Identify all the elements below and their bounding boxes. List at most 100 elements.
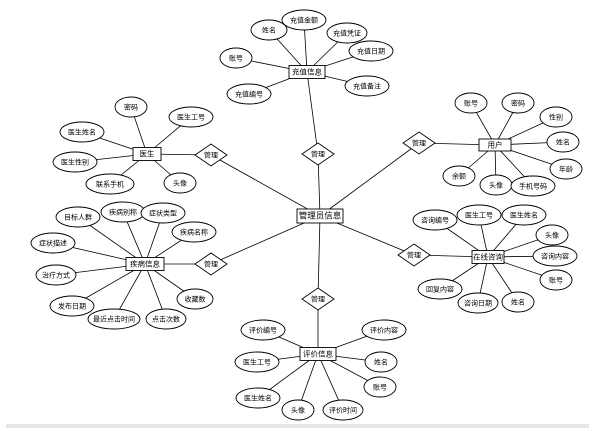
user-attribute: 性别 bbox=[539, 106, 573, 128]
disease-attribute: 收藏数 bbox=[176, 288, 214, 310]
consult-attribute: 姓名 bbox=[501, 291, 535, 313]
entity-box bbox=[478, 138, 512, 152]
user-attribute: 密码 bbox=[501, 92, 535, 114]
attribute-label: 充值金额 bbox=[290, 16, 318, 25]
recharge-attribute: 充值备注 bbox=[344, 75, 390, 97]
attribute-ellipse bbox=[322, 399, 364, 421]
center-entity-label: 管理员信息 bbox=[299, 211, 342, 222]
attribute-ellipse bbox=[326, 22, 368, 44]
attribute-ellipse bbox=[240, 319, 286, 341]
attribute-label: 咨询编号 bbox=[421, 216, 449, 225]
attribute-ellipse bbox=[281, 9, 327, 31]
attribute-ellipse bbox=[539, 269, 573, 291]
entity-label: 充值信息 bbox=[292, 67, 322, 77]
relationship-label: 管理 bbox=[412, 139, 426, 148]
attribute-ellipse bbox=[219, 47, 253, 69]
entity-label: 用户 bbox=[488, 140, 503, 150]
attribute-label: 疾病别称 bbox=[109, 208, 137, 217]
attribute-ellipse bbox=[235, 387, 281, 409]
doctor-attribute: 医生姓名 bbox=[59, 121, 105, 143]
attribute-ellipse bbox=[30, 232, 76, 254]
relationship-user: 管理 bbox=[402, 131, 436, 155]
entity-review: 评价信息 bbox=[299, 347, 337, 361]
attribute-label: 回复内容 bbox=[426, 285, 454, 294]
doctor-attribute: 医生性别 bbox=[52, 151, 98, 173]
entity-recharge: 充值信息 bbox=[288, 65, 326, 79]
doctor-attribute: 密码 bbox=[114, 96, 148, 118]
attribute-ellipse bbox=[501, 291, 535, 313]
recharge-attribute: 充值日期 bbox=[348, 40, 394, 62]
attribute-label: 最近点击时间 bbox=[93, 315, 135, 324]
attribute-label: 医生工号 bbox=[465, 211, 493, 220]
attribute-label: 头像 bbox=[291, 406, 305, 415]
attribute-label: 收藏数 bbox=[185, 295, 206, 304]
attribute-label: 密码 bbox=[511, 99, 525, 108]
attribute-label: 目标人群 bbox=[64, 213, 92, 222]
attribute-label: 密码 bbox=[124, 103, 138, 112]
user-attribute: 手机号码 bbox=[510, 175, 556, 197]
attribute-ellipse bbox=[456, 204, 502, 226]
entity-disease: 疾病信息 bbox=[125, 257, 165, 271]
relationship-diamond bbox=[301, 287, 335, 311]
attribute-ellipse bbox=[363, 376, 397, 398]
attribute-label: 评价编号 bbox=[249, 326, 277, 335]
attribute-ellipses: 姓名充值金额充值凭证账号充值日期充值编号充值备注密码医生姓名医生工号医生性别联系… bbox=[30, 9, 583, 421]
attribute-label: 联系手机 bbox=[96, 180, 124, 189]
attribute-ellipse bbox=[501, 204, 547, 226]
attribute-ellipse bbox=[250, 19, 288, 41]
attribute-ellipse bbox=[35, 264, 77, 286]
review-attribute: 医生工号 bbox=[234, 351, 280, 373]
review-attribute: 姓名 bbox=[364, 351, 398, 373]
entity-label: 医生 bbox=[140, 149, 155, 159]
consult-attribute: 咨询编号 bbox=[412, 209, 458, 231]
attribute-label: 账号 bbox=[549, 276, 563, 285]
attribute-label: 治疗方式 bbox=[42, 271, 70, 280]
attribute-ellipse bbox=[59, 121, 105, 143]
recharge-attribute: 姓名 bbox=[250, 19, 288, 41]
disease-attribute: 治疗方式 bbox=[35, 264, 77, 286]
disease-attribute: 疾病别称 bbox=[100, 201, 146, 223]
recharge-attribute: 账号 bbox=[219, 47, 253, 69]
review-center-link bbox=[317, 215, 321, 300]
attribute-label: 充值备注 bbox=[353, 82, 381, 91]
attribute-ellipse bbox=[501, 92, 535, 114]
attribute-label: 手机号码 bbox=[519, 182, 547, 191]
relationship-label: 管理 bbox=[311, 150, 325, 159]
recharge-attribute: 充值凭证 bbox=[326, 22, 368, 44]
disease-attribute: 症状描述 bbox=[30, 232, 76, 254]
relationship-label: 管理 bbox=[407, 251, 421, 260]
relationship-recharge: 管理 bbox=[301, 142, 335, 166]
attribute-label: 医生性别 bbox=[61, 158, 89, 167]
entity-consult: 在线咨询 bbox=[471, 250, 505, 264]
recharge-attribute: 充值金额 bbox=[281, 9, 327, 31]
attribute-label: 年龄 bbox=[559, 165, 573, 174]
attribute-label: 咨询内容 bbox=[541, 252, 569, 261]
attribute-label: 姓名 bbox=[262, 26, 276, 35]
attribute-label: 充值日期 bbox=[357, 47, 385, 56]
entity-label: 疾病信息 bbox=[130, 259, 160, 269]
attribute-ellipse bbox=[417, 278, 463, 300]
attribute-label: 症状描述 bbox=[39, 239, 67, 248]
relationship-doctor: 管理 bbox=[194, 143, 228, 167]
attribute-label: 咨询日期 bbox=[464, 299, 492, 308]
attribute-label: 性别 bbox=[549, 113, 563, 122]
recharge-relation-link bbox=[306, 71, 319, 155]
relationship-disease: 管理 bbox=[194, 252, 228, 276]
relationship-diamond bbox=[194, 143, 228, 167]
disease-attribute: 发布日期 bbox=[49, 295, 95, 317]
entity-box bbox=[471, 250, 505, 264]
review-attribute: 评价内容 bbox=[361, 319, 407, 341]
attribute-ellipse bbox=[281, 399, 315, 421]
entity-box bbox=[132, 147, 162, 161]
entity-label: 在线咨询 bbox=[473, 252, 503, 262]
recharge-attribute: 充值编号 bbox=[226, 83, 272, 105]
user-center-link bbox=[319, 142, 420, 217]
attribute-label: 充值编号 bbox=[235, 90, 263, 99]
attribute-ellipse bbox=[140, 202, 186, 224]
attribute-label: 姓名 bbox=[511, 298, 525, 307]
attribute-ellipse bbox=[535, 224, 569, 246]
attribute-ellipse bbox=[344, 75, 390, 97]
attribute-ellipse bbox=[168, 106, 214, 128]
attribute-label: 评价时间 bbox=[329, 406, 357, 415]
consult-attribute: 咨询日期 bbox=[457, 292, 499, 314]
